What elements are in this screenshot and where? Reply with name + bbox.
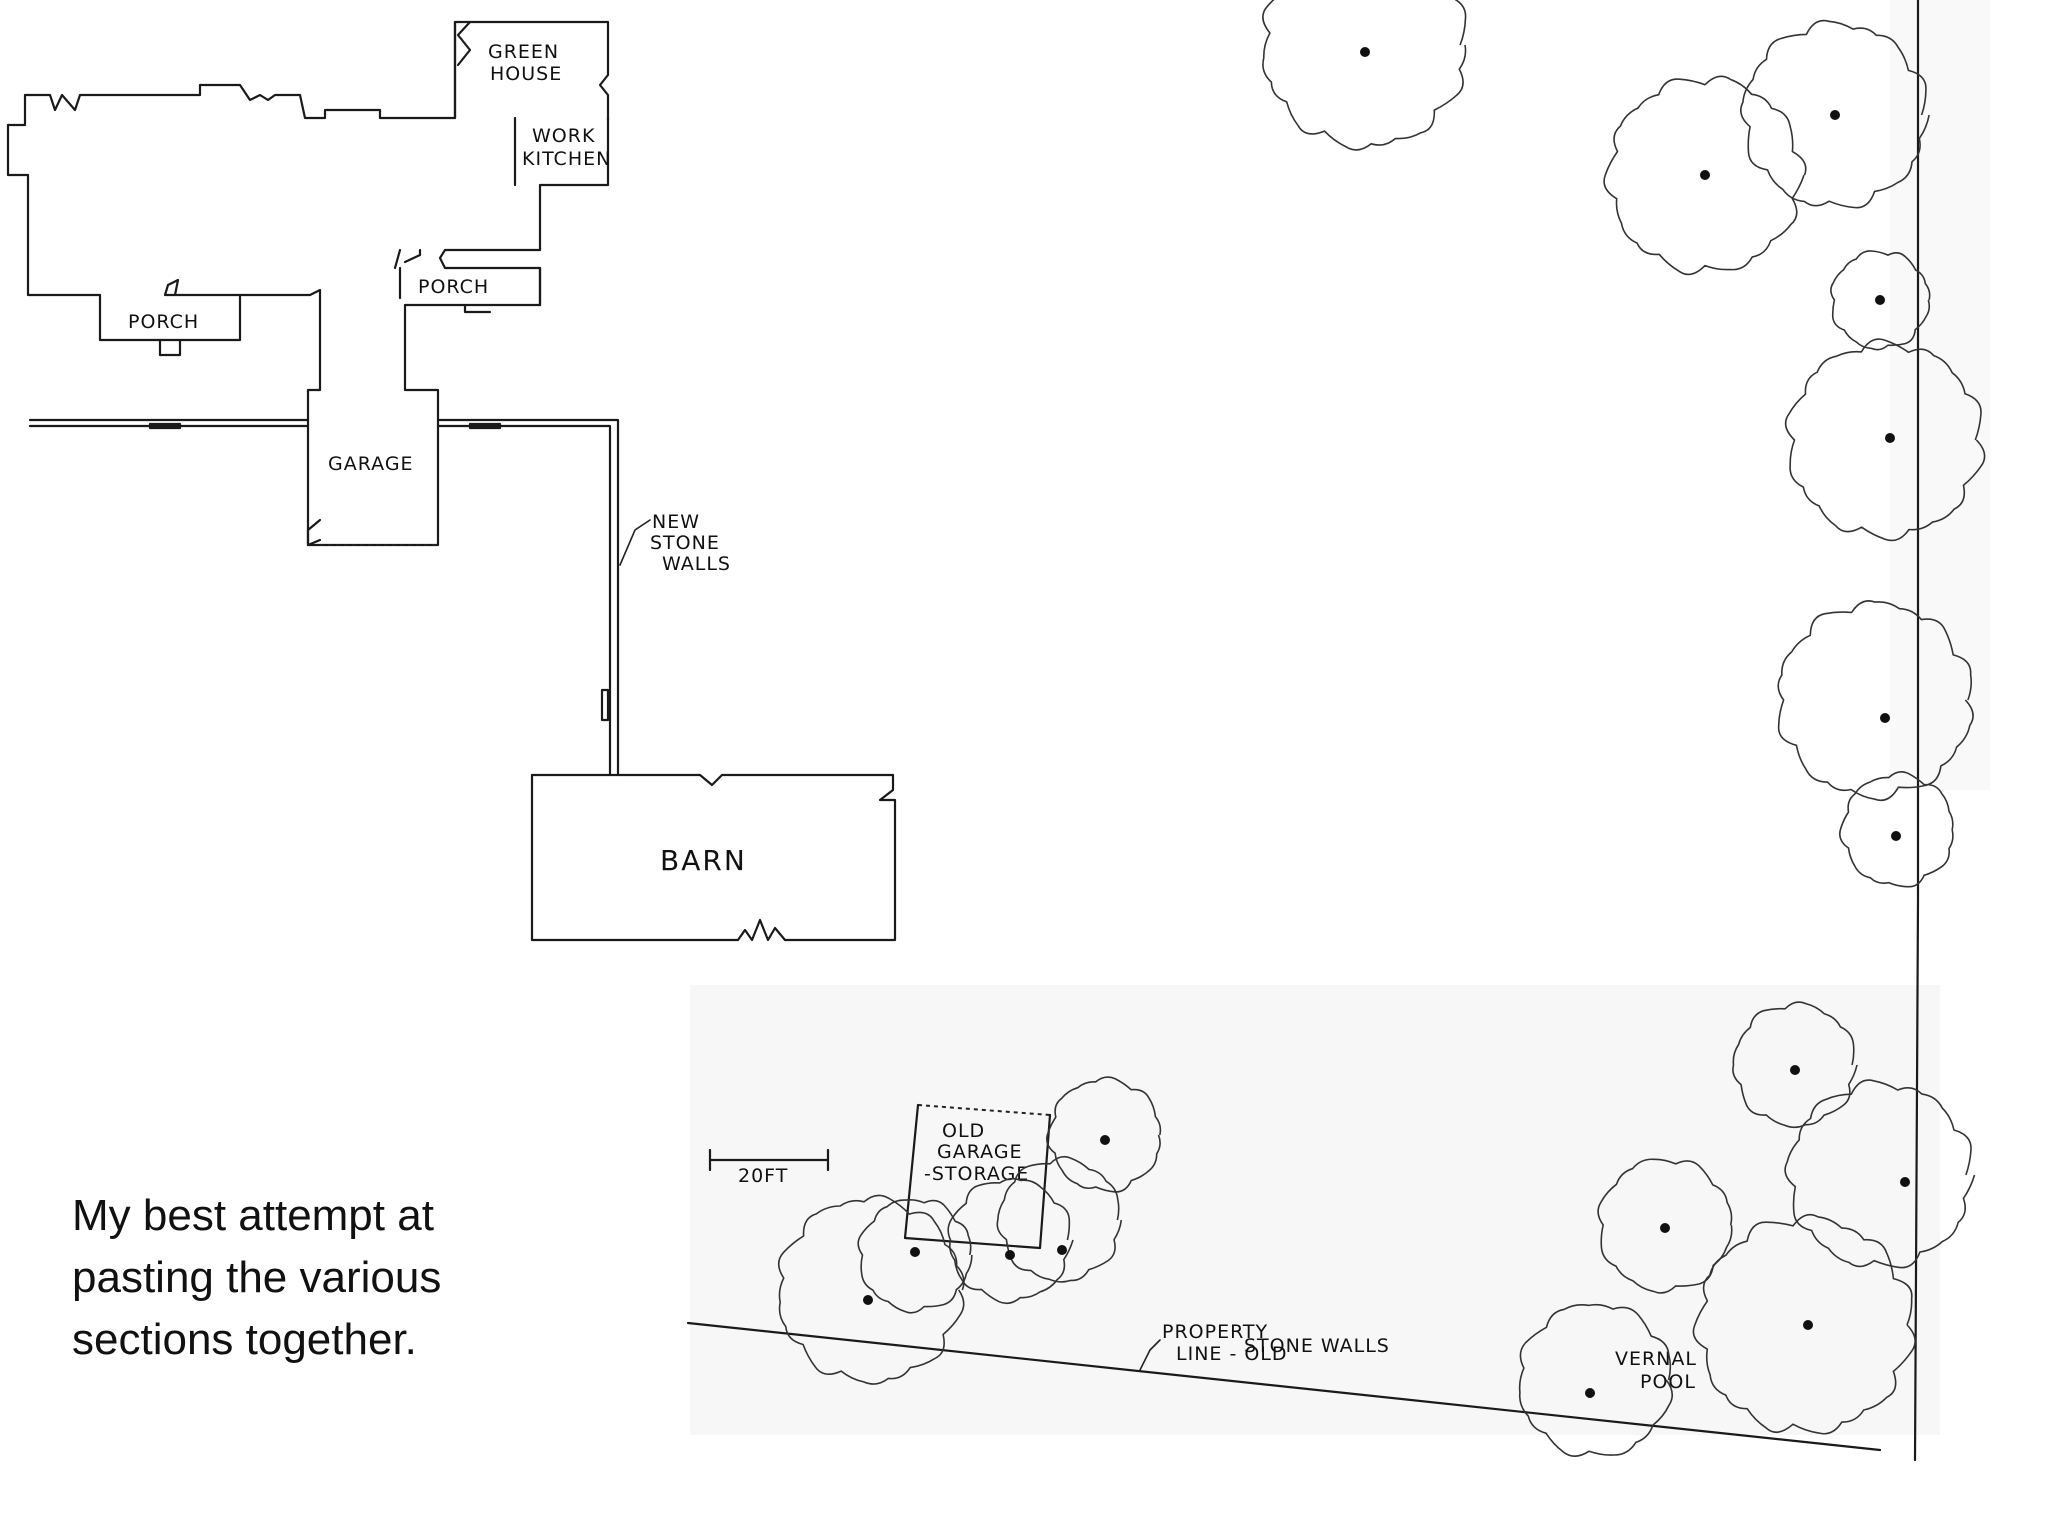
tree-trunk — [1880, 713, 1890, 723]
work-kitchen-label-2: KITCHEN — [522, 148, 611, 170]
tree-trunk — [863, 1295, 873, 1305]
tree-canopy — [1732, 1001, 1858, 1129]
paper-section-right — [1890, 0, 1990, 790]
old-garage-storage: OLD GARAGE -STORAGE — [903, 1103, 1052, 1250]
tree-canopy — [1740, 19, 1930, 209]
tree-trunk — [1875, 295, 1885, 305]
scale-bar: 20FT — [708, 1148, 830, 1187]
work-kitchen-label-1: WORK — [532, 125, 595, 147]
porch-left-label: PORCH — [128, 311, 199, 333]
new-stone-walls: NEW STONE WALLS — [28, 418, 731, 777]
tree-trunk — [1790, 1065, 1800, 1075]
vernal-pool-label-1: VERNAL — [1615, 1348, 1697, 1370]
tree-canopy — [1262, 0, 1467, 151]
property-line-label-2: LINE - OLD — [1176, 1343, 1288, 1365]
porch-right-label: PORCH — [418, 276, 489, 298]
barn-label: BARN — [660, 844, 747, 877]
garage-label: GARAGE — [328, 453, 414, 475]
work-kitchen: WORK KITCHEN — [522, 125, 611, 170]
new-stone-walls-label-3: WALLS — [662, 553, 731, 575]
tree-canopy — [1046, 1076, 1162, 1193]
scale-label: 20FT — [738, 1165, 788, 1187]
tree-trunk — [1885, 433, 1895, 443]
greenhouse-label-2: HOUSE — [490, 63, 562, 85]
tree-canopy — [857, 1198, 973, 1314]
tree-canopy — [777, 1194, 965, 1385]
trees — [777, 0, 1986, 1457]
old-garage-label-1: OLD — [942, 1120, 985, 1142]
tree-trunk — [1057, 1245, 1067, 1255]
tree-canopy — [1839, 771, 1954, 888]
tree-trunk — [1360, 47, 1370, 57]
property-line-label-1: PROPERTY — [1162, 1321, 1268, 1343]
tree-trunk — [1830, 110, 1840, 120]
tree-trunk — [910, 1247, 920, 1257]
tree-canopy — [1692, 1213, 1916, 1435]
tree-trunk — [1660, 1223, 1670, 1233]
tree-trunk — [1700, 170, 1710, 180]
new-stone-walls-label-1: NEW — [652, 511, 700, 533]
new-stone-walls-label-2: STONE — [650, 532, 720, 554]
property-line: PROPERTY LINE - OLD STONE WALLS — [686, 0, 1920, 1462]
tree-canopy — [947, 1177, 1074, 1305]
garage: GARAGE — [328, 453, 414, 475]
tree-canopy — [1784, 338, 1986, 542]
porch-left: PORCH — [128, 311, 199, 333]
greenhouse-label-1: GREEN — [488, 41, 559, 63]
tree-canopy — [1777, 600, 1974, 802]
tree-canopy — [1518, 1303, 1673, 1457]
tree-trunk — [1585, 1388, 1595, 1398]
tree-canopy — [996, 1155, 1123, 1283]
tree-canopy — [1597, 1158, 1733, 1294]
tree-canopy — [1784, 1079, 1976, 1269]
greenhouse: GREEN HOUSE — [488, 41, 562, 85]
old-garage-label-3: -STORAGE — [924, 1163, 1029, 1185]
tree-trunk — [1891, 831, 1901, 841]
barn: BARN — [530, 773, 897, 942]
caption: My best attempt at pasting the various s… — [72, 1191, 442, 1364]
old-garage-label-2: GARAGE — [937, 1141, 1023, 1163]
tree-trunk — [1100, 1135, 1110, 1145]
property-line-label-3: STONE WALLS — [1244, 1335, 1390, 1357]
porch-right: PORCH — [418, 276, 489, 298]
paper-section-lower — [690, 985, 1940, 1435]
tree-canopy — [1830, 250, 1931, 351]
house-outline — [6, 20, 610, 547]
tree-trunk — [1005, 1250, 1015, 1260]
tree-trunk — [1900, 1177, 1910, 1187]
tree-trunk — [1803, 1320, 1813, 1330]
tree-canopy — [1603, 75, 1807, 276]
